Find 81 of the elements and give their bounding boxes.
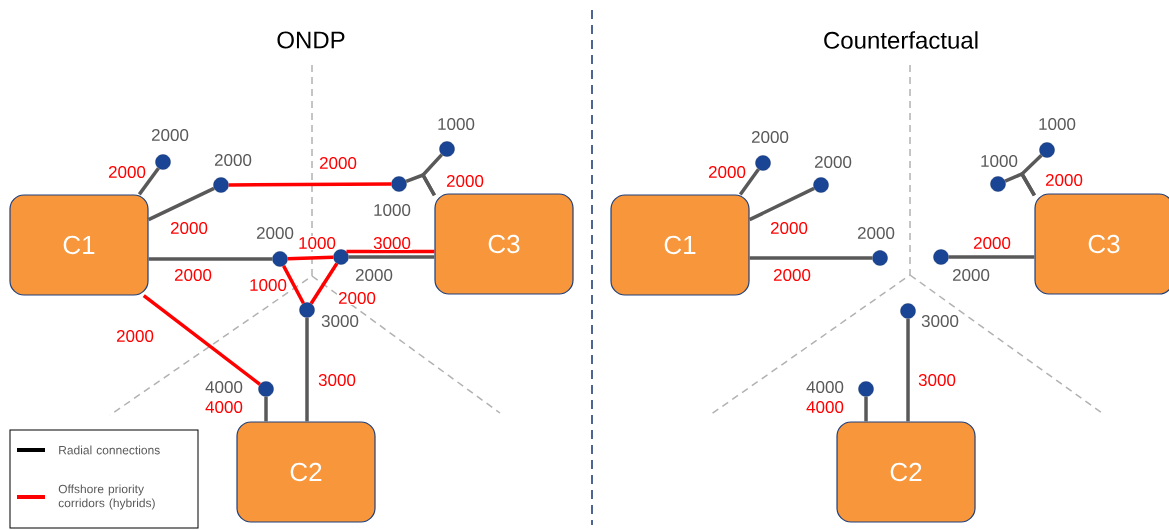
legend-text: Offshore priority corridors (hybrids) <box>58 484 155 510</box>
country-box: C3 <box>434 193 574 295</box>
capacity-label: 1000 <box>1039 118 1076 131</box>
connection-line <box>864 396 868 422</box>
edge-label: 2000 <box>169 221 209 235</box>
country-box: C2 <box>236 421 376 523</box>
hub-dot <box>872 250 888 266</box>
hub-dot <box>439 141 455 157</box>
edge-label: 2000 <box>972 236 1012 250</box>
capacity-label: 3000 <box>921 315 959 328</box>
capacity-label: 2000 <box>214 154 252 167</box>
legend-text: Radial connections <box>59 445 160 455</box>
edge-label: 1000 <box>297 236 337 250</box>
country-box: C2 <box>836 421 976 523</box>
country-box: C3 <box>1034 193 1169 295</box>
edge-label: 2000 <box>318 156 358 170</box>
hub-dot <box>258 381 274 397</box>
panel-title: ONDP <box>277 31 345 49</box>
capacity-label: 2000 <box>814 156 852 169</box>
connection-line <box>305 317 309 422</box>
edge-label: 2000 <box>769 221 809 235</box>
edge-label: 4000 <box>204 400 244 414</box>
country-box: C1 <box>9 194 149 296</box>
connection-line <box>142 294 261 386</box>
capacity-label: 2000 <box>857 227 895 240</box>
connection-line <box>137 167 160 196</box>
hub-dot <box>1039 142 1055 158</box>
capacity-label: 4000 <box>806 381 844 394</box>
connection-line <box>287 255 334 261</box>
edge-label: 2000 <box>1044 173 1084 187</box>
capacity-label: 4000 <box>205 381 243 394</box>
capacity-label: 1000 <box>374 204 411 217</box>
connection-line <box>264 396 268 422</box>
hub-dot <box>213 177 229 193</box>
edge-label: 2000 <box>707 165 747 179</box>
connection-line <box>749 256 873 260</box>
country-box: C1 <box>610 194 750 296</box>
hub-dot <box>155 154 171 170</box>
edge-label: 2000 <box>173 268 213 282</box>
connection-line <box>346 249 435 254</box>
capacity-label: 1000 <box>438 118 475 131</box>
edge-label: 3000 <box>317 373 357 387</box>
hub-dot <box>391 176 407 192</box>
capacity-label: 3000 <box>321 315 359 328</box>
edge-label: 2000 <box>337 291 377 305</box>
hub-dot <box>272 251 288 267</box>
edge-label: 1000 <box>248 278 288 292</box>
hub-dot <box>333 249 349 265</box>
connection-line <box>420 153 444 197</box>
capacity-label: 2000 <box>355 269 393 282</box>
connection-line <box>906 318 910 422</box>
hub-dot <box>900 303 916 319</box>
edge-label: 3000 <box>372 236 412 250</box>
hub-dot <box>299 302 315 318</box>
capacity-label: 1000 <box>981 155 1018 168</box>
hub-dot <box>858 381 874 397</box>
connection-line <box>1019 154 1043 197</box>
hub-dot <box>755 155 771 171</box>
edge-label: 4000 <box>805 400 845 414</box>
connection-line <box>147 186 215 222</box>
edge-label: 2000 <box>772 268 812 282</box>
connection-line <box>748 186 815 222</box>
connection-line <box>309 262 339 305</box>
connection-line <box>228 182 392 187</box>
capacity-label: 2000 <box>151 129 189 142</box>
connection-line <box>948 255 1035 259</box>
capacity-label: 2000 <box>952 269 990 282</box>
connection-line <box>348 255 435 259</box>
panel-title: Counterfactual <box>824 31 978 49</box>
edge-label: 2000 <box>445 174 485 188</box>
edge-label: 2000 <box>107 165 147 179</box>
capacity-label: 2000 <box>256 227 294 240</box>
hub-dot <box>813 177 829 193</box>
connection-line <box>282 265 305 304</box>
connection-line <box>738 168 760 196</box>
edge-label: 3000 <box>917 373 957 387</box>
edge-label: 2000 <box>115 329 155 343</box>
hub-dot <box>933 249 949 265</box>
hub-dot <box>990 176 1006 192</box>
connection-line <box>148 257 273 261</box>
capacity-label: 2000 <box>751 131 789 144</box>
